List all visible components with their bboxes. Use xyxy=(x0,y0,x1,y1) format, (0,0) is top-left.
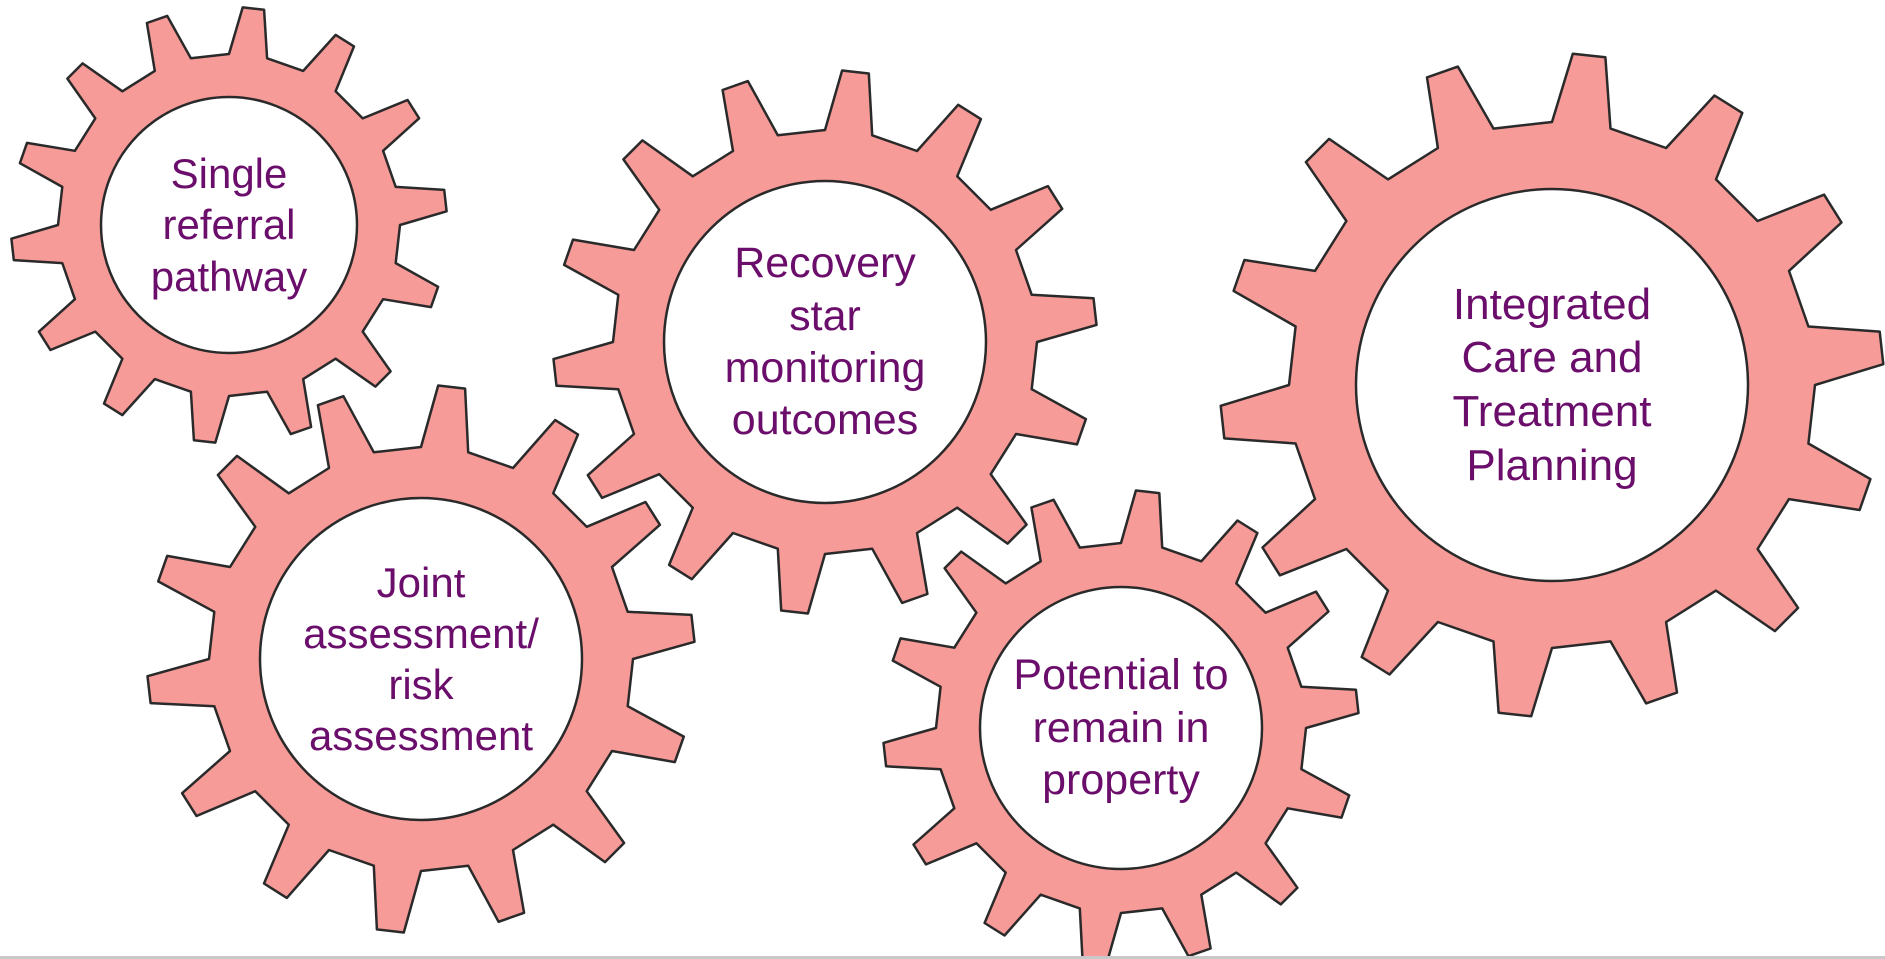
gear-integrated-care xyxy=(1219,52,1885,718)
gear-label-line: risk xyxy=(388,661,454,708)
gear-label-line: referral xyxy=(162,201,296,249)
gear-label-line: pathway xyxy=(150,252,308,300)
gear-label-line: remain in xyxy=(1032,703,1210,752)
gear-single-referral xyxy=(10,6,448,444)
gear-label-line: Recovery xyxy=(734,239,916,288)
gear-hub-joint-assessment xyxy=(258,496,584,822)
bottom-divider xyxy=(0,956,1885,959)
gear-label-line: monitoring xyxy=(724,344,926,392)
gear-label-line: Care and xyxy=(1461,333,1643,383)
gear-label-line: property xyxy=(1042,756,1200,805)
gear-label-line: Integrated xyxy=(1452,279,1652,329)
gear-joint-assessment xyxy=(146,384,696,934)
gear-label-line: outcomes xyxy=(731,396,919,445)
gear-label-line: Joint xyxy=(376,558,466,606)
gear-hub-integrated-care xyxy=(1354,187,1750,583)
gear-label-line: Single xyxy=(170,150,288,198)
gear-label-line: assessment xyxy=(308,712,534,760)
gear-label-line: assessment/ xyxy=(303,609,539,657)
gear-hub-potential-remain xyxy=(978,585,1264,871)
gear-label-line: Treatment xyxy=(1452,387,1652,436)
gear-hub-recovery-star xyxy=(662,179,988,505)
gear-potential-remain xyxy=(882,489,1360,959)
gear-label-line: Planning xyxy=(1466,440,1638,490)
gear-hub-single-referral xyxy=(99,95,359,355)
gear-recovery-star xyxy=(552,69,1098,615)
gear-label-line: Potential to xyxy=(1013,651,1229,700)
gear-label-line: star xyxy=(789,291,861,340)
